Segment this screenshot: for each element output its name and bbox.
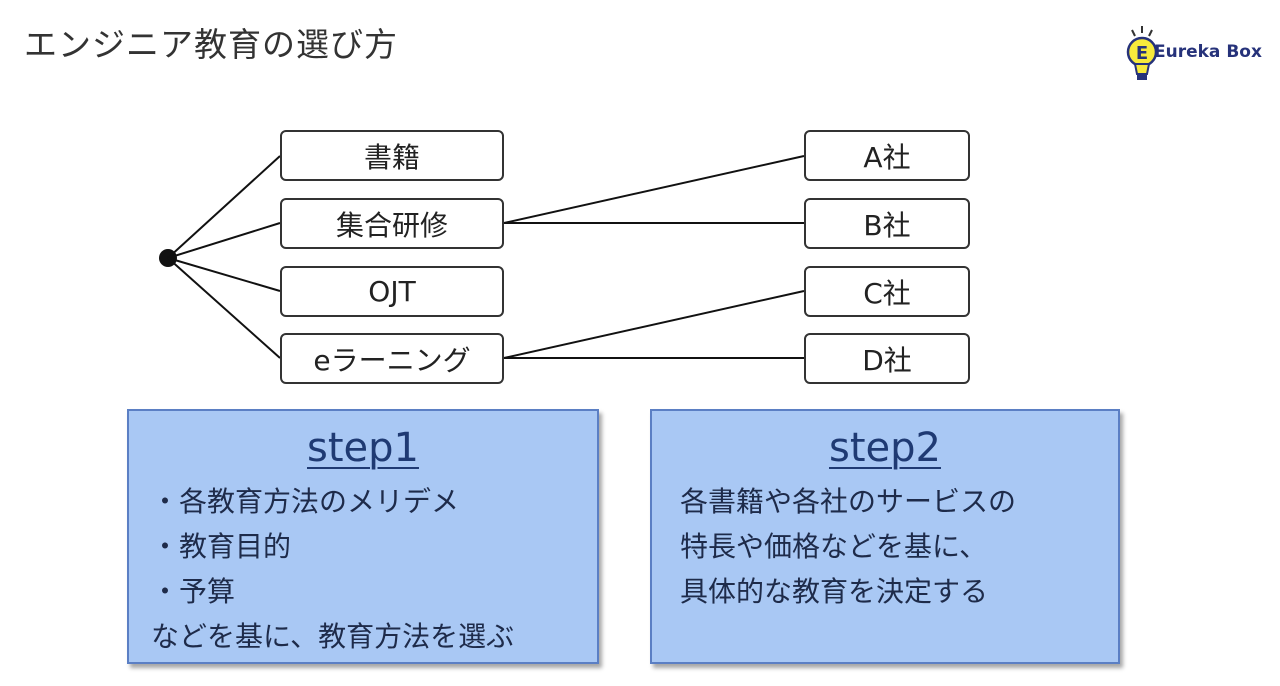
company-d: D社 (804, 333, 970, 384)
step2-line: 各書籍や各社のサービスの (680, 485, 1017, 518)
method-books: 書籍 (280, 130, 504, 181)
lightbulb-icon: E (1126, 26, 1158, 80)
step1-line: などを基に、教育方法を選ぶ (151, 620, 515, 653)
step1-title: step1 (307, 425, 419, 471)
connector-lines (159, 155, 805, 359)
connector-training-a (503, 155, 805, 224)
company-a: A社 (804, 130, 970, 181)
connector-root-elearning (167, 257, 281, 359)
eureka-box-logo: E Eureka Box (1118, 20, 1268, 90)
step2-title: step2 (829, 425, 941, 471)
step2-line: 特長や価格などを基に、 (680, 530, 988, 563)
company-b: B社 (804, 198, 970, 249)
connector-root-training (167, 222, 281, 259)
company-c: C社 (804, 266, 970, 317)
logo-text: Eureka Box (1154, 42, 1262, 62)
step1-line: ・予算 (151, 575, 236, 608)
step1-box: step1 ・各教育方法のメリデメ ・教育目的 ・予算 などを基に、教育方法を選… (127, 409, 599, 664)
step2-line: 具体的な教育を決定する (680, 575, 989, 608)
logo-initial: E (1136, 43, 1148, 64)
step2-box: step2 各書籍や各社のサービスの 特長や価格などを基に、 具体的な教育を決定… (650, 409, 1120, 664)
step2-body: 各書籍や各社のサービスの 特長や価格などを基に、 具体的な教育を決定する (652, 479, 1118, 614)
page-title: エンジニア教育の選び方 (24, 25, 398, 64)
step1-line: ・教育目的 (151, 530, 292, 563)
method-elearning: eラーニング (280, 333, 504, 384)
step1-line: ・各教育方法のメリデメ (151, 485, 460, 518)
method-ojt: OJT (280, 266, 504, 317)
method-group-training: 集合研修 (280, 198, 504, 249)
connector-elearning-c (503, 290, 805, 359)
education-options-diagram: 書籍 集合研修 OJT eラーニング A社 B社 C社 D社 (159, 130, 970, 384)
step1-body: ・各教育方法のメリデメ ・教育目的 ・予算 などを基に、教育方法を選ぶ (129, 479, 597, 659)
connector-root-books (167, 155, 281, 259)
connector-root-ojt (167, 257, 281, 292)
